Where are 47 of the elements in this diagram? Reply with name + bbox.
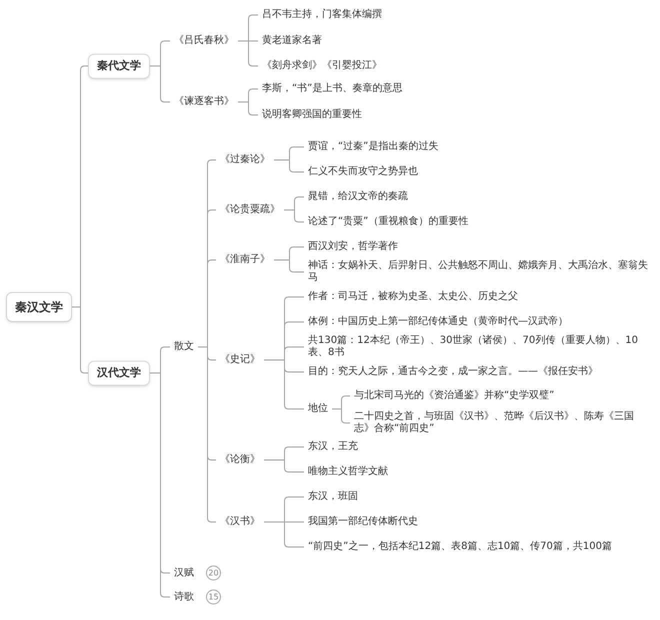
topic-label: 我国第一部纪传体断代史 <box>304 516 422 528</box>
topic-label: 《汉书》 <box>216 516 264 528</box>
topic-label: 《过秦论》 <box>216 154 274 166</box>
topic-label: 李斯，“书”是上书、奏章的意思 <box>258 83 406 95</box>
topic-label: 与北宋司马光的《资治通鉴》并称“史学双璧” <box>350 390 558 402</box>
branch-line <box>274 260 304 272</box>
branch-line <box>264 522 304 548</box>
topic-label: 目的：究天人之际，通古今之变，成一家之言。——《报任安书》 <box>304 366 602 378</box>
topic-label: 《吕氏春秋》 <box>170 35 238 47</box>
topic-label: 作者：司马迁，被称为史圣、太史公、历史之父 <box>304 291 522 303</box>
branch-line <box>264 460 304 472</box>
topic-label: 贾谊，“过秦”是指出秦的过失 <box>304 141 442 153</box>
topic-label: 东汉，王充 <box>304 441 362 453</box>
topic-label: 二十四史之首，与班固《汉书》、范晔《后汉书》、陈寿《三国志》合称“前四史” <box>350 411 656 435</box>
topic-label: 诗歌 <box>170 591 198 603</box>
branch-line <box>284 210 304 222</box>
collapsed-count-badge: 20 <box>206 566 221 580</box>
topic-label: 《刻舟求剑》《引婴投江》 <box>258 60 386 72</box>
topic-box: 汉代文学 <box>88 360 150 386</box>
topic-label: 晁错，给汉文帝的奏疏 <box>304 191 412 203</box>
topic-label: 《谏逐客书》 <box>170 96 238 108</box>
branch-line <box>264 360 304 410</box>
topic-label: 《论衡》 <box>216 454 264 466</box>
branch-line <box>332 408 350 424</box>
branch-line <box>238 102 258 116</box>
topic-label: 《淮南子》 <box>216 254 274 266</box>
topic-label: 西汉刘安，哲学著作 <box>304 241 402 253</box>
topic-label: 唯物主义哲学文献 <box>304 466 392 478</box>
topic-label: “前四史”之一，包括本纪12篇、表8篇、志10篇、传70篇，共100篇 <box>304 541 616 553</box>
topic-label: 说明客卿强国的重要性 <box>258 109 366 121</box>
topic-label: 《史记》 <box>216 354 264 366</box>
topic-label: 东汉，班固 <box>304 491 362 503</box>
topic-box: 秦代文学 <box>88 54 150 78</box>
topic-label: 汉赋 <box>170 567 198 579</box>
topic-label: 黄老道家名著 <box>258 35 326 47</box>
collapsed-count-badge: 15 <box>206 590 221 604</box>
topic-label: 地位 <box>304 403 332 415</box>
branch-line <box>274 160 304 172</box>
topic-label: 《论贵粟疏》 <box>216 204 284 216</box>
topic-label: 体例：中国历史上第一部纪传体通史（黄帝时代—汉武帝） <box>304 316 572 328</box>
topic-label: 论述了“贵粟”（重视粮食）的重要性 <box>304 216 472 228</box>
topic-box: 秦汉文学 <box>6 292 72 322</box>
topic-label: 神话：女娲补天、后羿射日、公共触怒不周山、嫦娥奔月、大禹治水、塞翁失马 <box>304 260 656 284</box>
topic-label: 共130篇：12本纪（帝王）、30世家（诸侯）、70列传（重要人物）、10表、8书 <box>304 335 656 359</box>
topic-label: 仁义不失而攻守之势异也 <box>304 166 422 178</box>
topic-label: 散文 <box>170 341 198 353</box>
topic-label: 吕不韦主持，门客集体编撰 <box>258 9 386 21</box>
